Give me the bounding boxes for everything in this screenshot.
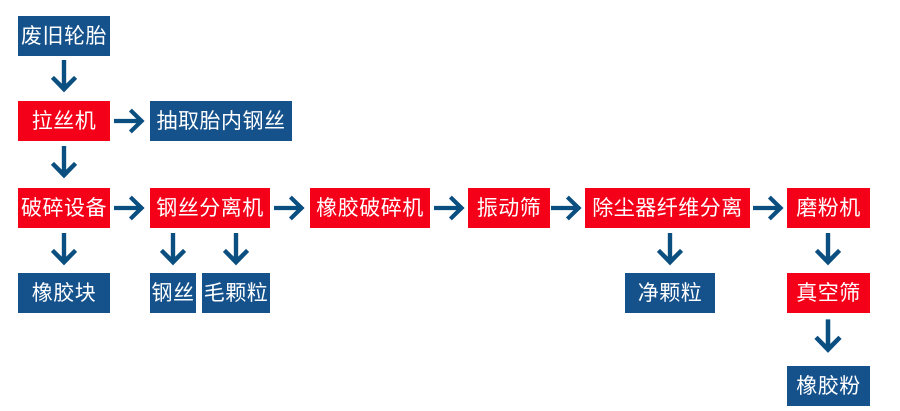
arrow-down-icon <box>812 318 844 358</box>
flow-node-n3: 抽取胎内钢丝 <box>150 101 292 141</box>
flow-node-n11: 钢丝 <box>150 273 196 313</box>
flow-node-label: 破碎设备 <box>21 196 107 220</box>
arrow-right-icon <box>434 192 468 224</box>
flow-node-label: 钢丝分离机 <box>156 196 264 220</box>
flow-node-n6: 橡胶破碎机 <box>310 188 430 228</box>
flow-node-label: 净颗粒 <box>637 281 703 305</box>
flow-node-label: 磨粉机 <box>796 196 861 220</box>
flow-node-n4: 破碎设备 <box>18 188 110 228</box>
flow-node-n14: 真空筛 <box>787 273 870 313</box>
flow-node-n1: 废旧轮胎 <box>18 16 110 56</box>
arrow-down-icon <box>157 233 189 269</box>
arrow-down-icon <box>48 233 80 269</box>
arrow-right-icon <box>114 192 148 224</box>
arrow-down-icon <box>48 60 80 96</box>
flow-node-n7: 振动筛 <box>468 188 550 228</box>
flow-node-n5: 钢丝分离机 <box>150 188 270 228</box>
flow-node-n13: 净颗粒 <box>625 273 715 313</box>
flow-node-n9: 磨粉机 <box>787 188 870 228</box>
flow-node-label: 除尘器纤维分离 <box>592 196 743 220</box>
arrow-right-icon <box>274 192 308 224</box>
arrow-down-icon <box>654 233 686 269</box>
arrow-right-icon <box>753 192 787 224</box>
flow-node-label: 振动筛 <box>476 196 542 220</box>
arrow-right-icon <box>551 192 585 224</box>
flow-node-label: 毛颗粒 <box>203 281 269 305</box>
flow-node-label: 抽取胎内钢丝 <box>156 109 286 133</box>
flow-node-label: 拉丝机 <box>31 109 97 133</box>
flow-node-label: 钢丝 <box>151 281 195 305</box>
flow-node-n12: 毛颗粒 <box>202 273 270 313</box>
flow-node-n2: 拉丝机 <box>18 101 110 141</box>
arrow-down-icon <box>220 233 252 269</box>
flow-node-label: 真空筛 <box>796 281 861 305</box>
flow-node-label: 橡胶破碎机 <box>316 196 424 220</box>
flow-node-n15: 橡胶粉 <box>787 366 870 406</box>
flow-node-label: 橡胶粉 <box>796 374 861 398</box>
flow-node-n8: 除尘器纤维分离 <box>585 188 750 228</box>
arrow-down-icon <box>48 146 80 182</box>
flow-node-n10: 橡胶块 <box>18 273 110 313</box>
arrow-right-icon <box>114 105 148 137</box>
flow-node-label: 废旧轮胎 <box>21 24 107 48</box>
flow-node-label: 橡胶块 <box>31 281 97 305</box>
arrow-down-icon <box>812 233 844 269</box>
